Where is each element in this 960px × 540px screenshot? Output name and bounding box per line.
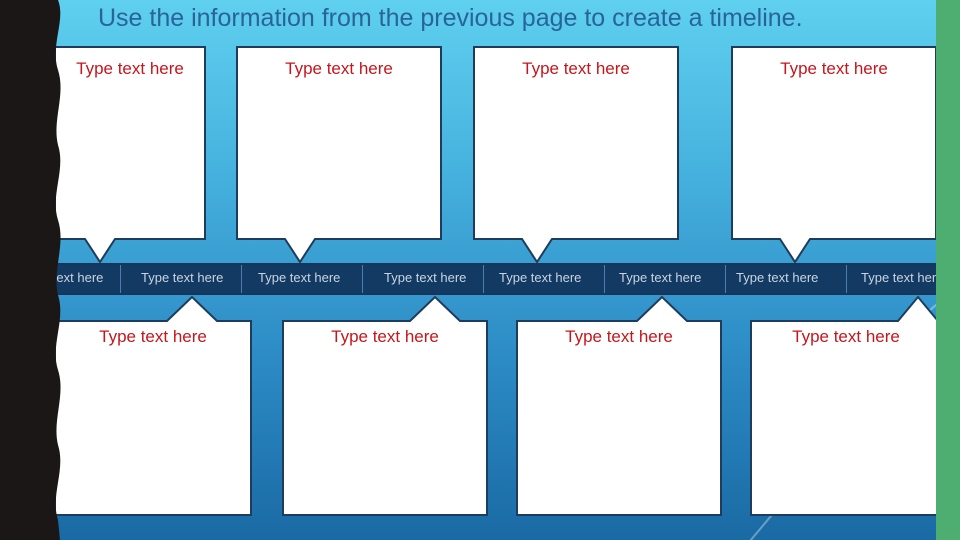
top-callout-box[interactable]: Type text here <box>473 46 679 267</box>
wavy-edge-decoration <box>0 0 61 540</box>
bottom-callout-box[interactable]: Type text here <box>54 295 252 516</box>
timeline-label[interactable]: Type text here <box>861 270 944 285</box>
bottom-callout-box[interactable]: Type text here <box>516 295 722 516</box>
top-box-text: Type text here <box>522 59 630 78</box>
timeline-label[interactable]: Type text here <box>499 270 582 285</box>
timeline-segment <box>363 265 484 293</box>
bottom-callout-box[interactable]: Type text here <box>750 295 942 516</box>
slide-title: Use the information from the previous pa… <box>98 4 803 32</box>
bottom-callout-box[interactable]: Type text here <box>282 295 488 516</box>
bottom-box-text: Type text here <box>331 327 439 346</box>
timeline-segment <box>121 265 242 293</box>
top-callout-box[interactable]: Type text here <box>236 46 442 267</box>
top-callout-box[interactable]: Type text here <box>731 46 937 267</box>
bottom-box-text: Type text here <box>792 327 900 346</box>
accent-bar <box>936 0 960 540</box>
timeline-segment <box>605 265 726 293</box>
timeline-label[interactable]: Type text here <box>736 270 819 285</box>
timeline-label[interactable]: Type text here <box>141 270 224 285</box>
timeline-segment <box>484 265 605 293</box>
top-box-text: Type text here <box>780 59 888 78</box>
top-box-text: Type text here <box>285 59 393 78</box>
timeline-label[interactable]: Type text here <box>384 270 467 285</box>
timeline-segment <box>242 265 363 293</box>
timeline-label[interactable]: Type text here <box>619 270 702 285</box>
bottom-box-text: Type text here <box>565 327 673 346</box>
bottom-box-text: Type text here <box>99 327 207 346</box>
top-box-text: Type text here <box>76 59 184 78</box>
timeline-segment <box>726 265 847 293</box>
timeline-label[interactable]: Type text here <box>258 270 341 285</box>
